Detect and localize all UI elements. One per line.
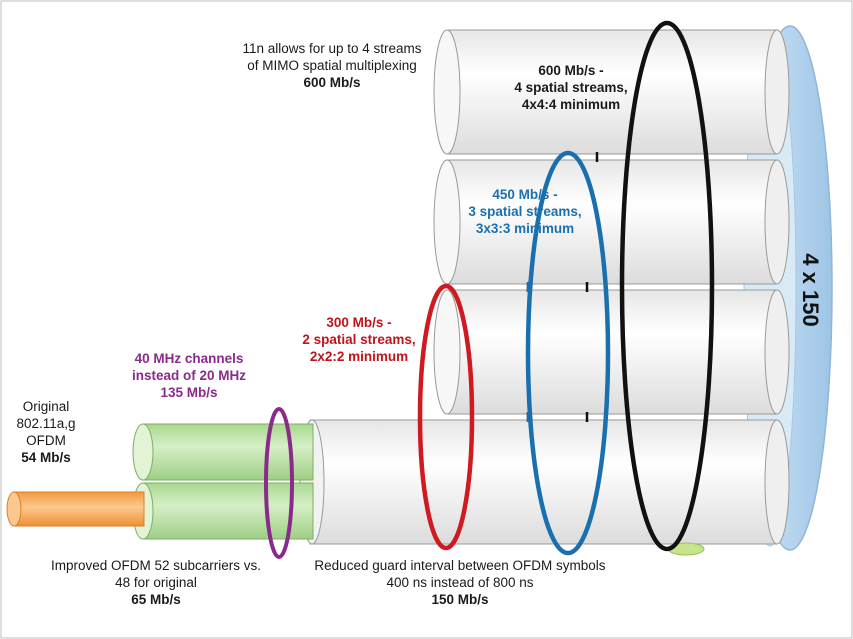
original-label: Original 802.11a,g OFDM 54 Mb/s [16, 399, 76, 465]
four-streams-label: 600 Mb/s - 4 spatial streams, 4x4:4 mini… [514, 63, 628, 112]
cylinder-stream-1 [299, 419, 790, 545]
black-ring [619, 20, 715, 552]
purple-ring [264, 407, 294, 559]
blue-ring [525, 150, 611, 556]
improved-ofdm-label: Improved OFDM 52 subcarriers vs. 48 for … [50, 558, 262, 607]
cylinder-stream-4 [433, 29, 790, 155]
channels-40mhz-label: 40 MHz channels instead of 20 MHz 135 Mb… [131, 351, 247, 400]
two-streams-label: 300 Mb/s - 2 spatial streams, 2x2:2 mini… [302, 315, 416, 364]
green-cylinders-40mhz [132, 423, 314, 540]
cylinder-stream-3 [433, 159, 790, 285]
red-ring [417, 283, 475, 551]
four-by-150-label: 4 x 150 [798, 253, 823, 327]
guard-interval-label: Reduced guard interval between OFDM symb… [314, 558, 606, 607]
three-streams-label: 450 Mb/s - 3 spatial streams, 3x3:3 mini… [468, 187, 582, 236]
orange-rod-original [6, 491, 145, 527]
cylinder-stream-2 [433, 289, 790, 415]
mimo-note-label: 11n allows for up to 4 streams of MIMO s… [242, 41, 422, 90]
